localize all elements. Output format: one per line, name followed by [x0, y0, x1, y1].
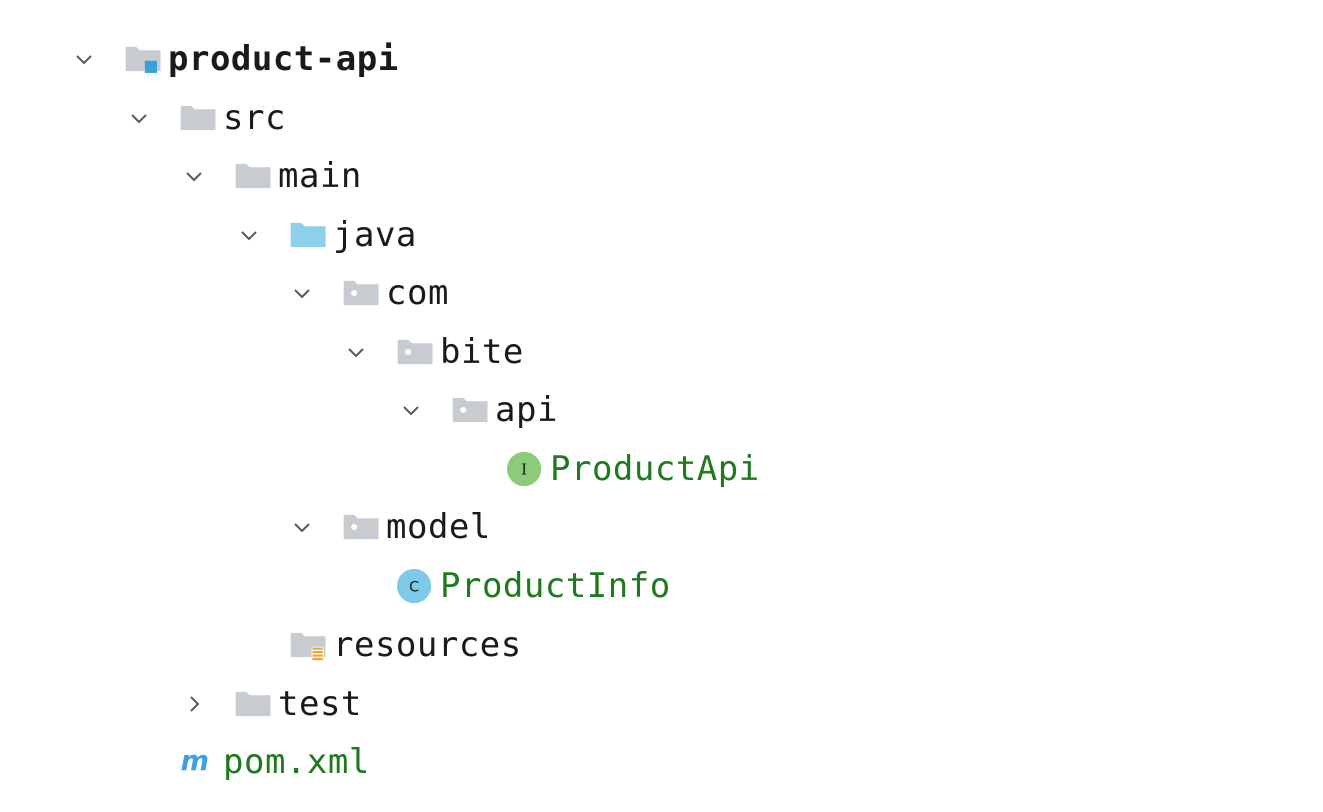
- tree-item-src[interactable]: src: [125, 89, 286, 147]
- chevron-right-icon[interactable]: [180, 690, 208, 718]
- class-badge-letter: C: [409, 580, 419, 596]
- tree-item-main[interactable]: main: [180, 147, 362, 205]
- tree-item-label: src: [223, 98, 286, 138]
- maven-icon: m: [179, 742, 219, 782]
- tree-item-model[interactable]: model: [288, 498, 491, 556]
- chevron-down-icon[interactable]: [125, 104, 153, 132]
- folder-icon: [234, 156, 274, 196]
- tree-item-label: main: [278, 156, 362, 196]
- chevron-down-icon[interactable]: [70, 45, 98, 73]
- module-folder-icon: [124, 39, 164, 79]
- tree-item-label: com: [386, 273, 449, 313]
- chevron-down-icon[interactable]: [397, 396, 425, 424]
- tree-item-label: bite: [440, 332, 524, 372]
- tree-item-productinfo[interactable]: C ProductInfo: [342, 557, 671, 615]
- source-root-folder-icon: [289, 215, 329, 255]
- chevron-down-icon[interactable]: [288, 279, 316, 307]
- tree-item-label: resources: [333, 625, 522, 665]
- package-folder-icon: [451, 390, 491, 430]
- tree-item-api[interactable]: api: [397, 381, 558, 439]
- tree-item-label: pom.xml: [223, 742, 370, 782]
- tree-item-java[interactable]: java: [235, 206, 417, 264]
- tree-item-label: test: [278, 684, 362, 724]
- package-folder-icon: [342, 273, 382, 313]
- class-icon: C: [396, 566, 436, 606]
- tree-item-productapi[interactable]: I ProductApi: [452, 440, 760, 498]
- tree-item-pom-xml[interactable]: m pom.xml: [125, 733, 370, 791]
- tree-item-resources[interactable]: resources: [235, 616, 522, 674]
- interface-icon: I: [506, 449, 546, 489]
- tree-item-label: product-api: [168, 39, 399, 79]
- interface-badge-letter: I: [521, 461, 527, 479]
- chevron-down-icon[interactable]: [342, 338, 370, 366]
- maven-badge-letter: m: [181, 746, 209, 777]
- tree-item-label: ProductApi: [550, 449, 760, 489]
- tree-item-test[interactable]: test: [180, 675, 362, 733]
- chevron-down-icon[interactable]: [180, 162, 208, 190]
- tree-item-label: ProductInfo: [440, 566, 671, 606]
- chevron-down-icon[interactable]: [288, 513, 316, 541]
- folder-icon: [234, 684, 274, 724]
- folder-icon: [179, 98, 219, 138]
- tree-item-bite[interactable]: bite: [342, 323, 524, 381]
- package-folder-icon: [342, 507, 382, 547]
- chevron-down-icon[interactable]: [235, 221, 263, 249]
- tree-item-label: java: [333, 215, 417, 255]
- tree-item-product-api[interactable]: product-api: [70, 30, 399, 88]
- tree-item-label: model: [386, 507, 491, 547]
- package-folder-icon: [396, 332, 436, 372]
- resources-folder-icon: [289, 625, 329, 665]
- tree-item-label: api: [495, 390, 558, 430]
- tree-item-com[interactable]: com: [288, 264, 449, 322]
